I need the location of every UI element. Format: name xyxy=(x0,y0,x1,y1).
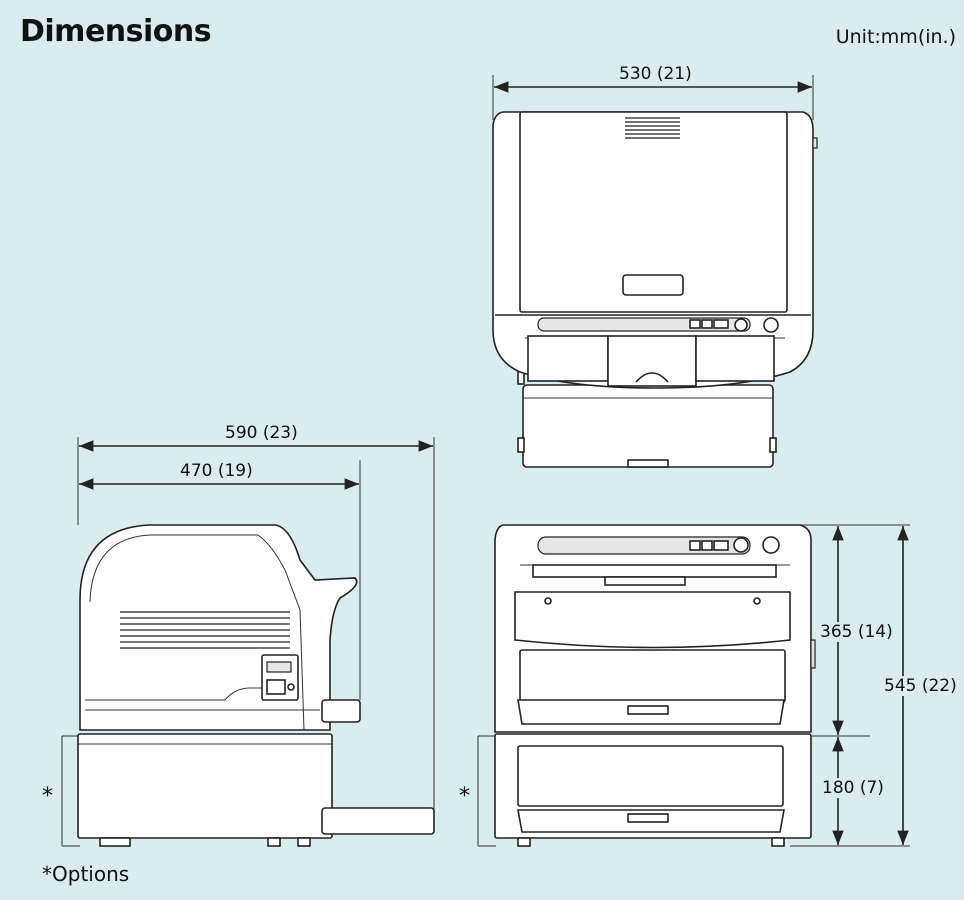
side-total-depth-label: 590 (23) xyxy=(225,423,298,443)
footnote-asterisk: * xyxy=(42,862,52,886)
unit-label: Unit:mm(in.) xyxy=(835,26,956,48)
front-option-height-label: 180 (7) xyxy=(822,778,884,798)
front-total-height-label: 545 (22) xyxy=(884,676,957,696)
side-body-depth-label: 470 (19) xyxy=(180,461,253,481)
options-footnote: *Options xyxy=(42,862,129,886)
side-view-drawing xyxy=(61,437,435,847)
top-width-label: 530 (21) xyxy=(619,64,692,84)
front-option-asterisk: * xyxy=(459,784,470,809)
front-view-drawing xyxy=(477,524,910,847)
top-view-drawing xyxy=(492,75,818,468)
page-title: Dimensions xyxy=(20,14,212,49)
front-printer-height-label: 365 (14) xyxy=(820,622,893,642)
footnote-text: Options xyxy=(52,862,130,886)
side-option-asterisk: * xyxy=(42,784,53,809)
